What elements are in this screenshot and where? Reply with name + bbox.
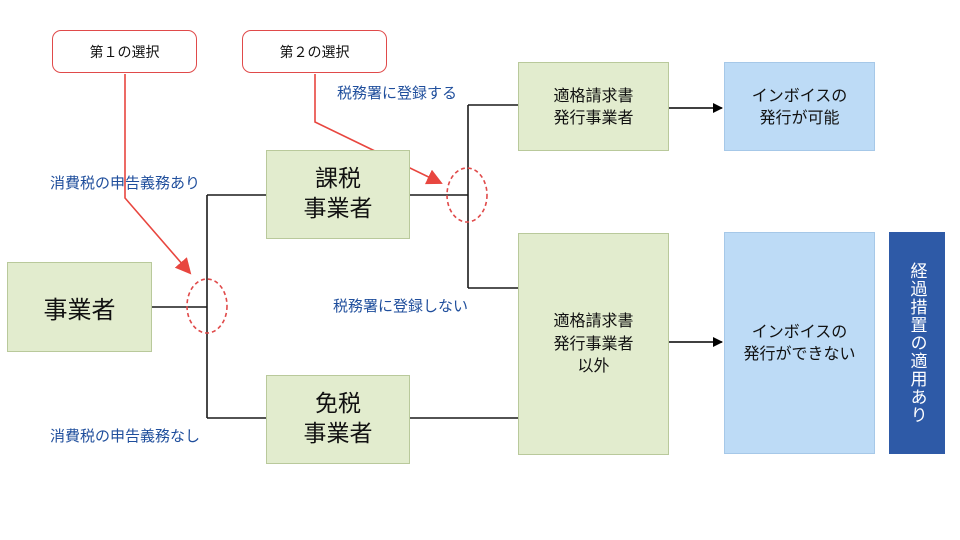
invoice-can-issue-box: インボイスの 発行が可能 — [724, 62, 875, 151]
label-register: 税務署に登録する — [337, 84, 458, 102]
label-no-filing: 消費税の申告義務なし — [50, 427, 201, 445]
branch-lines-second — [410, 104, 518, 419]
exempt-business-box: 免税 事業者 — [266, 375, 410, 464]
decision-point-second — [446, 167, 488, 223]
invoice-cannot-issue-box: インボイスの 発行ができない — [724, 232, 875, 454]
transitional-measure-box: 経過措置の適用あり — [889, 232, 945, 454]
pointer-first-choice — [124, 74, 192, 275]
qualified-issuer-box: 適格請求書 発行事業者 — [518, 62, 669, 151]
decision-point-first — [186, 278, 228, 334]
second-choice-callout: 第２の選択 — [242, 30, 387, 73]
label-not-register: 税務署に登録しない — [333, 297, 469, 315]
label-filing-required: 消費税の申告義務あり — [50, 174, 201, 192]
taxable-business-box: 課税 事業者 — [266, 150, 410, 239]
branch-lines-first — [152, 194, 266, 419]
business-box: 事業者 — [7, 262, 152, 352]
first-choice-callout: 第１の選択 — [52, 30, 197, 73]
non-qualified-issuer-box: 適格請求書 発行事業者 以外 — [518, 233, 669, 455]
